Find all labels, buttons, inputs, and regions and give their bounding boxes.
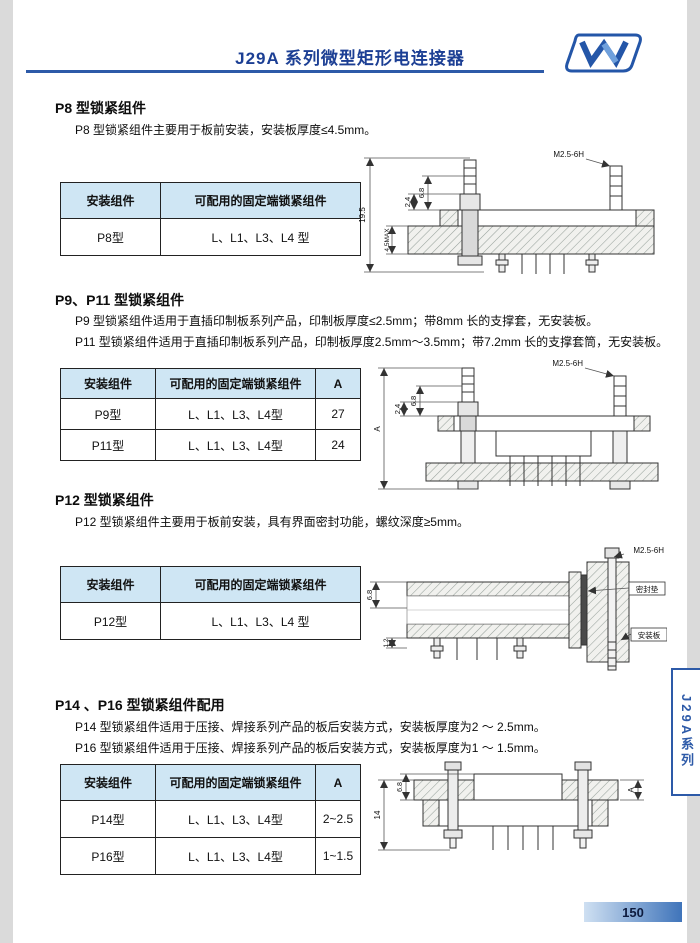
dim-label: 6.8 (397, 782, 404, 792)
table-header-row: 安装组件 可配用的固定端锁紧组件 (60, 566, 361, 603)
dim-label: 6.8 (409, 396, 418, 406)
page-number-strip: 150 (584, 902, 682, 922)
table-header-row: 安装组件 可配用的固定端锁紧组件 A (60, 764, 361, 801)
table-cell: 2~2.5 (315, 800, 361, 838)
section-title-p9-p11: P9、P11 型锁紧组件 (55, 292, 185, 308)
section-paragraph: P11 型锁紧组件适用于直插印制板系列产品，印制板厚度2.5mm～3.5mm；带… (75, 335, 669, 349)
table-header-cell: 安装组件 (60, 566, 161, 603)
table-header-row: 安装组件 可配用的固定端锁紧组件 A (60, 368, 361, 399)
table-cell: L、L1、L3、L4 型 (160, 602, 361, 640)
table-row: P12型 L、L1、L3、L4 型 (60, 602, 361, 640)
table-row: P8型 L、L1、L3、L4 型 (60, 218, 361, 256)
dim-label: A (373, 426, 382, 432)
table-cell: P8型 (60, 218, 161, 256)
table-cell: L、L1、L3、L4型 (155, 429, 316, 461)
section-title-p12: P12 型锁紧组件 (55, 492, 154, 508)
section-title-p8: P8 型锁紧组件 (55, 100, 147, 116)
thread-dim-label: M2.5-6H (552, 359, 583, 368)
table-cell: L、L1、L3、L4 型 (160, 218, 361, 256)
header-rule (26, 70, 544, 73)
dim-label: 14 (373, 810, 382, 819)
dim-label: 6.8 (365, 590, 374, 600)
series-side-tab: J29A系列 (671, 668, 700, 796)
table-header-cell: 安装组件 (60, 368, 156, 399)
p8-spec-table: 安装组件 可配用的固定端锁紧组件 P8型 L、L1、L3、L4 型 (60, 182, 361, 256)
table-cell: 27 (315, 398, 361, 430)
series-side-tab-label: J29A系列 (679, 694, 694, 770)
section-paragraph: P16 型锁紧组件适用于压接、焊接系列产品的板后安装方式，安装板厚度为1 ～ 1… (75, 741, 546, 755)
p8-technical-drawing: M2.5-6H 2.4 6.8 19.5 4.5MAX (358, 150, 655, 274)
table-cell: P16型 (60, 837, 156, 875)
table-header-cell: 可配用的固定端锁紧组件 (155, 764, 316, 801)
table-cell: P9型 (60, 398, 156, 430)
p12-technical-drawing: M2.5-6H 6.8 1.2 密封垫 安装板 (365, 546, 667, 671)
table-header-cell: 可配用的固定端锁紧组件 (155, 368, 316, 399)
table-cell: L、L1、L3、L4型 (155, 398, 316, 430)
table-cell: P14型 (60, 800, 156, 838)
table-header-cell: A (315, 368, 361, 399)
table-header-cell: 安装组件 (60, 764, 156, 801)
table-row: P14型 L、L1、L3、L4型 2~2.5 (60, 800, 361, 838)
section-title-p14-p16: P14 、P16 型锁紧组件配用 (55, 697, 225, 713)
table-cell: 1~1.5 (315, 837, 361, 875)
thread-dim-label: M2.5-6H (553, 150, 584, 159)
page-edge-right (687, 0, 700, 943)
table-header-cell: 安装组件 (60, 182, 161, 219)
dim-label: 6.8 (417, 188, 426, 198)
dim-label: 4.5MAX (384, 228, 391, 252)
table-row: P9型 L、L1、L3、L4型 27 (60, 398, 361, 430)
section-paragraph: P14 型锁紧组件适用于压接、焊接系列产品的板后安装方式，安装板厚度为2 ～ 2… (75, 720, 546, 734)
p14-p16-technical-drawing: 14 6.8 A (373, 761, 644, 851)
dim-label: 2.4 (393, 404, 402, 414)
table-cell: 24 (315, 429, 361, 461)
table-row: P16型 L、L1、L3、L4型 1~1.5 (60, 837, 361, 875)
dim-label: A (627, 787, 636, 793)
page-title: J29A 系列微型矩形电连接器 (235, 49, 465, 68)
table-header-cell: 可配用的固定端锁紧组件 (160, 182, 361, 219)
mounting-plate-label: 安装板 (638, 630, 661, 640)
dim-label: 1.2 (383, 638, 390, 647)
seal-label: 密封垫 (636, 584, 659, 594)
dim-label: 2.4 (403, 197, 412, 207)
table-row: P11型 L、L1、L3、L4型 24 (60, 429, 361, 461)
table-cell: P11型 (60, 429, 156, 461)
page-edge-left (0, 0, 13, 943)
p14-p16-spec-table: 安装组件 可配用的固定端锁紧组件 A P14型 L、L1、L3、L4型 2~2.… (60, 764, 361, 875)
p12-spec-table: 安装组件 可配用的固定端锁紧组件 P12型 L、L1、L3、L4 型 (60, 566, 361, 640)
dim-label: 19.5 (358, 207, 367, 223)
page-number: 150 (622, 904, 644, 920)
company-logo-icon (565, 33, 642, 73)
section-paragraph: P12 型锁紧组件主要用于板前安装，具有界面密封功能，螺纹深度≥5mm。 (75, 515, 469, 529)
section-paragraph: P9 型锁紧组件适用于直插印制板系列产品，印制板厚度≤2.5mm；带8mm 长的… (75, 314, 599, 328)
thread-dim-label: M2.5-6H (633, 546, 664, 555)
p9-p11-technical-drawing: M2.5-6H 2.4 6.8 A (373, 359, 659, 490)
table-cell: P12型 (60, 602, 161, 640)
table-cell: L、L1、L3、L4型 (155, 800, 316, 838)
section-paragraph: P8 型锁紧组件主要用于板前安装，安装板厚度≤4.5mm。 (75, 123, 377, 137)
table-header-cell: A (315, 764, 361, 801)
table-header-cell: 可配用的固定端锁紧组件 (160, 566, 361, 603)
table-cell: L、L1、L3、L4型 (155, 837, 316, 875)
table-header-row: 安装组件 可配用的固定端锁紧组件 (60, 182, 361, 219)
p9-p11-spec-table: 安装组件 可配用的固定端锁紧组件 A P9型 L、L1、L3、L4型 27 P1… (60, 368, 361, 461)
